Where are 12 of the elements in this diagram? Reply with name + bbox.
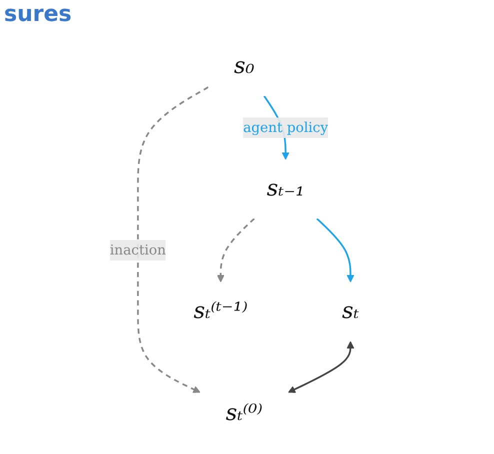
edge-label: inaction (110, 242, 166, 258)
node-text: sₜ₋₁ (266, 176, 304, 202)
edge-label: agent policy (242, 119, 328, 136)
node-text: s₀ (234, 53, 254, 79)
node-text: sₜ⁽ᵗ⁻¹⁾ (193, 298, 248, 324)
node-text: sₜ⁽⁰⁾ (226, 400, 262, 426)
arrow (288, 341, 354, 393)
arrow (136, 86, 208, 393)
node-text: sₜ (342, 298, 359, 324)
title: sures (4, 2, 72, 27)
arrow (216, 218, 255, 282)
arrow (316, 218, 354, 282)
